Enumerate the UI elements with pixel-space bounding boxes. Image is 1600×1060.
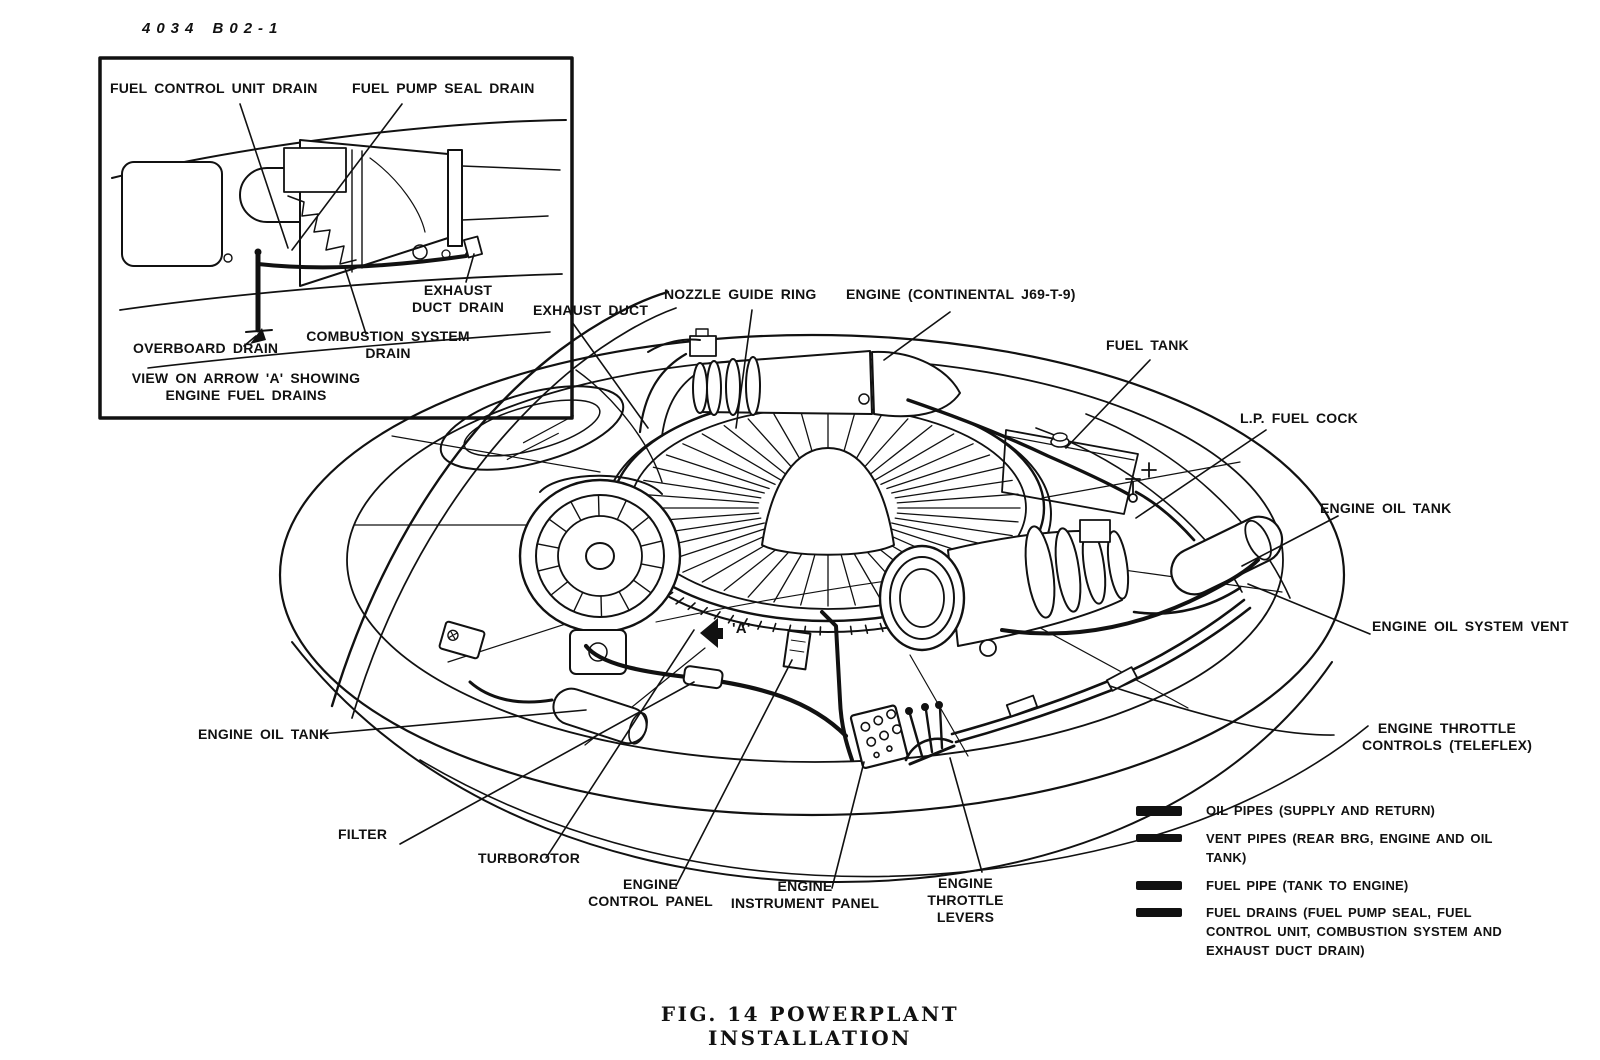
callout-lp-fuel-cock: L.P. FUEL COCK: [1240, 410, 1358, 426]
left-engine-spokes: [538, 496, 661, 616]
legend-row-oil-pipes: OIL PIPES (SUPPLY AND RETURN): [1136, 802, 1536, 821]
callout-engine-control-panel: ENGINE CONTROL PANEL: [588, 876, 713, 909]
callout-engine-instrument-panel: ENGINE INSTRUMENT PANEL: [730, 878, 880, 911]
fuel-pipe-swatch: [1136, 880, 1182, 890]
inset-label-fuel-control-unit-drain: FUEL CONTROL UNIT DRAIN: [110, 80, 318, 96]
view-arrow-a-icon: [700, 618, 723, 648]
inset-label-combustion-system-drain: COMBUSTION SYSTEM DRAIN: [306, 328, 470, 361]
oil-hose-left: [470, 682, 552, 702]
inset-drain-lines: [246, 244, 474, 332]
inset-label-overboard-drain: OVERBOARD DRAIN: [133, 340, 279, 356]
view-arrow-a-label: 'A': [732, 620, 751, 637]
vent-pipe-right: [1134, 588, 1240, 614]
callout-engine-oil-system-vent: ENGINE OIL SYSTEM VENT: [1372, 618, 1569, 634]
cockpit-fairing: [332, 292, 676, 718]
leader-lines: [240, 104, 1370, 888]
legend-label-vent-pipes: VENT PIPES (REAR BRG, ENGINE AND OIL TAN…: [1206, 830, 1493, 865]
right-oil-tank: [1164, 509, 1290, 602]
callout-engine: ENGINE (CONTINENTAL J69-T-9): [846, 286, 1076, 302]
engine-instrument-panel-shape: [850, 705, 908, 769]
oil-pipe-right-run: [1002, 560, 1258, 634]
legend-label-oil-pipes: OIL PIPES (SUPPLY AND RETURN): [1206, 803, 1436, 818]
left-oil-tank: [549, 684, 651, 748]
engine-throttle-levers-shape: [906, 702, 955, 765]
callout-engine-oil-tank-left: ENGINE OIL TANK: [198, 726, 330, 742]
callout-nozzle-guide-ring: NOZZLE GUIDE RING: [664, 286, 817, 302]
vent-pipe-cock: [1136, 492, 1194, 540]
right-engine: [880, 520, 1132, 656]
legend-row-vent-pipes: VENT PIPES (REAR BRG, ENGINE AND OIL TAN…: [1136, 830, 1536, 868]
callout-fuel-tank: FUEL TANK: [1106, 337, 1189, 353]
rotor-dome: [762, 448, 894, 555]
figure-caption: FIG. 14 POWERPLANT INSTALLATION: [660, 1002, 960, 1050]
legend-row-fuel-drains: FUEL DRAINS (FUEL PUMP SEAL, FUEL CONTRO…: [1136, 904, 1536, 961]
overboard-drain-arrowhead: [250, 328, 266, 344]
vent-pipes-swatch: [1136, 833, 1182, 842]
legend-row-fuel-pipe: FUEL PIPE (TANK TO ENGINE): [1136, 877, 1536, 896]
lp-fuel-cock-fitting: [1126, 463, 1156, 502]
fuel-tank-bay: [1002, 430, 1138, 514]
mount-pad: [439, 621, 485, 659]
oil-pipes-swatch: [1136, 806, 1182, 816]
callout-exhaust-duct: EXHAUST DUCT: [533, 302, 649, 318]
inset-box: [100, 58, 572, 418]
doc-number: 4034 B02-1: [142, 20, 284, 37]
left-engine: [439, 476, 680, 748]
callout-filter: FILTER: [338, 826, 388, 842]
fuel-pipe-tank-to-engine: [908, 400, 1128, 494]
legend: OIL PIPES (SUPPLY AND RETURN) VENT PIPES…: [1136, 802, 1536, 961]
canopy-hatch: [432, 370, 632, 486]
inset-label-exhaust-duct-drain: EXHAUST DUCT DRAIN: [411, 282, 505, 315]
legend-label-fuel-drains: FUEL DRAINS (FUEL PUMP SEAL, FUEL CONTRO…: [1206, 905, 1502, 959]
callout-engine-throttle-controls: ENGINE THROTTLE CONTROLS (TELEFLEX): [1361, 720, 1533, 753]
fuel-drains-swatch: [1136, 908, 1182, 918]
inset-label-fuel-pump-seal-drain: FUEL PUMP SEAL DRAIN: [352, 80, 535, 96]
callout-engine-oil-tank-right: ENGINE OIL TANK: [1320, 500, 1452, 516]
top-engine: [640, 329, 960, 436]
inset-view-note: VIEW ON ARROW 'A' SHOWING ENGINE FUEL DR…: [131, 370, 361, 403]
callout-turborotor: TURBOROTOR: [478, 850, 581, 866]
teleflex-cable-a: [952, 600, 1244, 734]
legend-label-fuel-pipe: FUEL PIPE (TANK TO ENGINE): [1206, 877, 1409, 893]
engine-control-panel-shape: [784, 631, 811, 670]
fuel-drain-pipe: [822, 612, 852, 760]
callout-engine-throttle-levers: ENGINE THROTTLE LEVERS: [927, 875, 1004, 925]
